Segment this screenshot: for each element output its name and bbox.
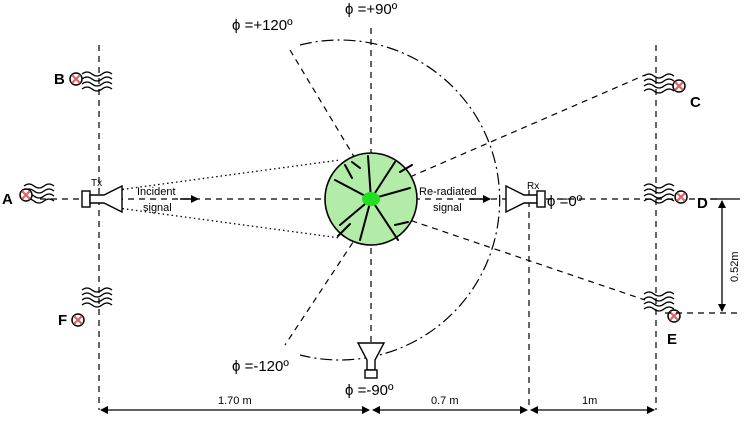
point-a-marker	[19, 183, 55, 204]
point-d-marker	[643, 183, 688, 204]
incident-signal-label-1: Incident	[137, 186, 176, 198]
point-c-label: C	[690, 94, 701, 111]
point-f-label: F	[58, 312, 67, 329]
point-a-label: A	[2, 191, 13, 208]
dimension-lines	[100, 198, 740, 414]
point-b-marker	[69, 71, 113, 92]
point-b-label: B	[54, 71, 65, 88]
point-d-label: D	[697, 195, 708, 212]
angle-minus90-label: ϕ =-90º	[345, 382, 394, 399]
vertical-dimension-label: 0.52m	[729, 251, 741, 282]
angle-minus120-label: ϕ =-120º	[232, 358, 289, 375]
angle-plus90-label: ϕ =+90º	[345, 1, 398, 18]
angle-plus120-label: ϕ =+120º	[232, 17, 293, 34]
tx-label: Tx	[91, 178, 102, 189]
tree-icon	[324, 152, 418, 246]
rx-label: Rx	[527, 181, 539, 192]
dimension-2-label: 0.7 m	[431, 395, 459, 407]
incident-signal-label-2: signal	[143, 202, 172, 214]
point-f-marker	[71, 287, 113, 327]
angle-zero-label: ϕ =0º	[547, 193, 583, 210]
bottom-antenna-icon	[356, 342, 386, 379]
point-e-marker	[643, 291, 681, 323]
dimension-3-label: 1m	[582, 395, 597, 407]
measurement-arc	[299, 39, 501, 361]
beam-lines	[117, 159, 341, 239]
rx-antenna-icon	[505, 184, 546, 214]
dimension-1-label: 1.70 m	[218, 395, 252, 407]
reradiated-signal-label-2: signal	[433, 202, 462, 214]
point-c-marker	[643, 73, 686, 94]
tx-antenna-icon	[81, 184, 123, 214]
reradiated-signal-label-1: Re-radiated	[419, 186, 476, 198]
point-e-label: E	[667, 331, 677, 348]
